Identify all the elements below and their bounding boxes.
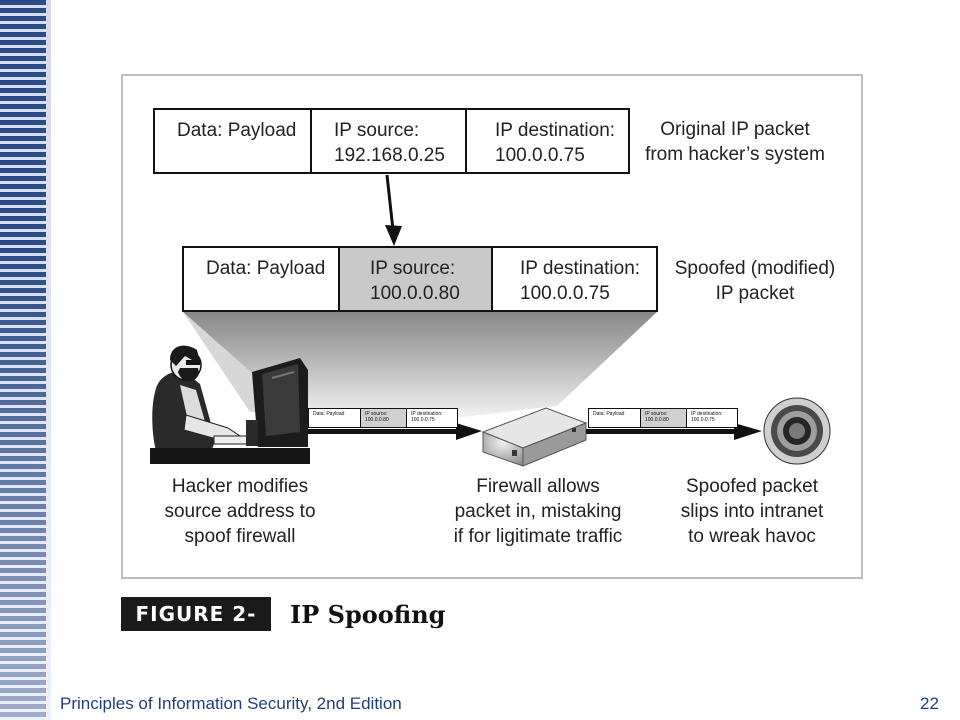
spoofed-payload: Data: Payload bbox=[206, 258, 326, 279]
mini-dest-cell: IP destination: 100.0.0.75 bbox=[407, 409, 457, 427]
spoofed-dest-cell: IP destination: 100.0.0.75 bbox=[493, 248, 656, 310]
spoofed-source-value: 100.0.0.80 bbox=[370, 283, 460, 304]
mini-source-label: IP source: bbox=[365, 411, 388, 417]
firewall-caption-line: Firewall allows bbox=[476, 476, 600, 497]
mini-dest-value: 100.0.0.75 bbox=[411, 417, 435, 423]
spoofed-source-label: IP source: bbox=[370, 258, 456, 279]
mini-dest-value: 100.0.0.75 bbox=[691, 417, 715, 423]
footer-book-title: Principles of Information Security, 2nd … bbox=[60, 694, 402, 713]
mini-payload-cell: Data: Payload bbox=[589, 409, 641, 427]
down-arrow-icon bbox=[385, 174, 402, 246]
spoofed-source-cell: IP source: 100.0.0.80 bbox=[340, 248, 493, 310]
target-caption-line: slips into intranet bbox=[680, 501, 824, 522]
target-icon bbox=[763, 397, 831, 465]
mini-packet-firewall: Data: Payload IP source: 100.0.0.80 IP d… bbox=[588, 408, 738, 428]
original-source-value: 192.168.0.25 bbox=[334, 145, 445, 166]
mini-source-value: 100.0.0.80 bbox=[645, 417, 669, 423]
mini-payload: Data: Payload bbox=[313, 411, 345, 417]
mini-dest-cell: IP destination: 100.0.0.75 bbox=[687, 409, 737, 427]
original-source-label: IP source: bbox=[334, 120, 420, 141]
target-caption-line: Spoofed packet bbox=[685, 476, 819, 497]
spoofed-label-line1: Spoofed (modified) bbox=[674, 258, 836, 279]
spoofed-payload-cell: Data: Payload bbox=[184, 248, 340, 310]
mini-payload: Data: Payload bbox=[593, 411, 625, 417]
firewall-caption-line: packet in, mistaking bbox=[454, 501, 622, 522]
mini-source-cell: IP source: 100.0.0.80 bbox=[641, 409, 687, 427]
original-ip-packet: Data: Payload IP source: 192.168.0.25 IP… bbox=[153, 108, 630, 174]
spoofed-dest-label: IP destination: bbox=[520, 258, 641, 279]
original-packet-label: Original IP packet from hacker’s system bbox=[640, 117, 830, 167]
original-dest-cell: IP destination: 100.0.0.75 bbox=[467, 110, 628, 172]
target-caption: Spoofed packet slips into intranet to wr… bbox=[662, 474, 842, 549]
arrow-icon bbox=[308, 423, 482, 440]
original-dest-value: 100.0.0.75 bbox=[495, 145, 585, 166]
figure-title: IP Spoofing bbox=[290, 600, 446, 629]
mini-source-value: 100.0.0.80 bbox=[365, 417, 389, 423]
arrow-icon bbox=[586, 423, 762, 440]
figure-number: FIGURE 2-10 bbox=[121, 597, 271, 660]
mini-source-cell: IP source: 100.0.0.80 bbox=[361, 409, 407, 427]
firewall-caption: Firewall allows packet in, mistaking if … bbox=[428, 474, 648, 549]
mini-dest-label: IP destination: bbox=[411, 411, 443, 417]
hacker-caption: Hacker modifies source address to spoof … bbox=[150, 474, 330, 549]
original-payload: Data: Payload bbox=[177, 120, 297, 141]
footer-page-number: 22 bbox=[920, 694, 939, 713]
hacker-illustration bbox=[150, 345, 310, 464]
stripe-edge bbox=[46, 0, 51, 720]
firewall-caption-line: if for ligitimate traffic bbox=[453, 526, 623, 547]
hacker-caption-line: Hacker modifies bbox=[171, 476, 309, 497]
hacker-caption-line: spoof firewall bbox=[184, 526, 296, 547]
original-source-cell: IP source: 192.168.0.25 bbox=[312, 110, 467, 172]
mini-source-label: IP source: bbox=[645, 411, 668, 417]
spoofed-dest-value: 100.0.0.75 bbox=[520, 283, 610, 304]
spoofed-label-line2: IP packet bbox=[715, 283, 795, 304]
original-label-line1: Original IP packet bbox=[660, 119, 810, 140]
spoofed-ip-packet: Data: Payload IP source: 100.0.0.80 IP d… bbox=[182, 246, 658, 312]
spoofed-packet-label: Spoofed (modified) IP packet bbox=[670, 256, 840, 306]
mini-packet-hacker: Data: Payload IP source: 100.0.0.80 IP d… bbox=[308, 408, 458, 428]
firewall-device-icon bbox=[481, 407, 588, 467]
mini-payload-cell: Data: Payload bbox=[309, 409, 361, 427]
original-payload-cell: Data: Payload bbox=[155, 110, 312, 172]
mini-dest-label: IP destination: bbox=[691, 411, 723, 417]
left-stripe-bar bbox=[0, 0, 46, 720]
target-caption-line: to wreak havoc bbox=[688, 526, 816, 547]
original-label-line2: from hacker’s system bbox=[645, 144, 825, 165]
hacker-caption-line: source address to bbox=[164, 501, 316, 522]
monitor-icon bbox=[246, 358, 308, 447]
original-dest-label: IP destination: bbox=[495, 120, 616, 141]
